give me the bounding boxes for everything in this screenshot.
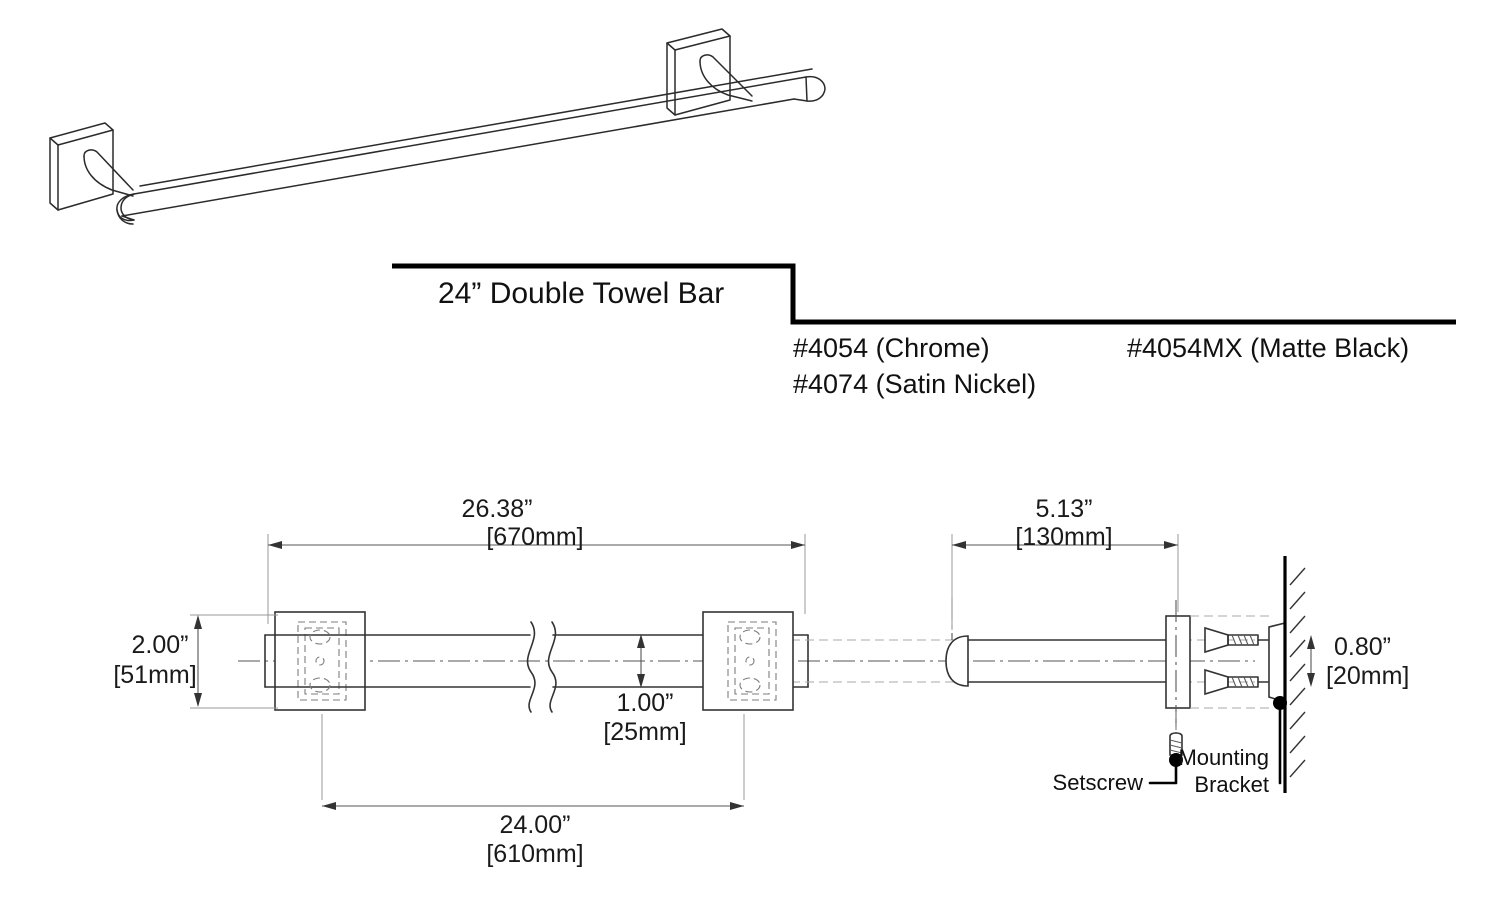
dimension-center-to-center: 24.00” [610mm]: [321, 714, 745, 868]
iso-left-post: [83, 149, 134, 197]
mounting-bracket-profile: [1268, 621, 1286, 704]
dimension-overall-length-metric: [670mm]: [486, 523, 583, 551]
setscrew-icon: [1169, 732, 1183, 756]
dimension-bar-diameter-metric: [25mm]: [603, 718, 686, 746]
right-mounting-flange: [702, 611, 794, 711]
title-block-rule: [392, 263, 1456, 325]
dimension-bar-diameter: 1.00” [25mm]: [603, 634, 687, 746]
setscrew-label: Setscrew: [1053, 770, 1144, 795]
setscrew-callout: Setscrew: [1053, 712, 1183, 795]
dimension-overall-length: 26.38” [670mm]: [267, 495, 806, 624]
wall-section: [1283, 556, 1306, 793]
dimension-center-to-center-metric: [610mm]: [486, 840, 583, 868]
dimension-bracket-depth-imperial: 0.80”: [1334, 633, 1391, 661]
iso-left-wall-plate: [49, 122, 114, 211]
mounting-bracket-label-line2: Bracket: [1194, 772, 1269, 797]
iso-right-wall-plate: [666, 28, 731, 116]
model-number-satin-nickel: #4074 (Satin Nickel): [793, 369, 1036, 399]
dimension-bracket-height: 2.00” [51mm]: [113, 614, 278, 709]
dimension-projection: 5.13” [130mm]: [951, 495, 1179, 630]
left-mounting-flange: [274, 611, 366, 711]
towel-bar-left-segment: [264, 634, 531, 688]
dimension-bracket-height-imperial: 2.00”: [132, 631, 189, 659]
break-line-symbol: [526, 621, 557, 713]
dimension-projection-imperial: 5.13”: [1036, 495, 1093, 523]
dimension-projection-metric: [130mm]: [1015, 523, 1112, 551]
left-flange-setscrew-holes: [309, 629, 331, 693]
page-title: 24” Double Towel Bar: [438, 277, 724, 310]
right-flange-setscrew-holes: [739, 629, 761, 693]
mounting-screw-lower: [1204, 668, 1269, 696]
side-view-bracket-plate: [1165, 615, 1191, 709]
dimension-bracket-depth-metric: [20mm]: [1326, 662, 1409, 690]
dimension-bar-diameter-imperial: 1.00”: [617, 689, 674, 717]
dimension-center-to-center-imperial: 24.00”: [500, 811, 571, 839]
iso-bar: [116, 68, 826, 225]
mounting-bracket-label-line1: Mounting: [1178, 745, 1269, 770]
model-number-chrome: #4054 (Chrome): [793, 333, 990, 363]
dimension-bracket-height-metric: [51mm]: [113, 661, 196, 689]
side-view-bar-end: [945, 635, 1167, 687]
iso-right-post: [699, 54, 753, 102]
mounting-screw-upper: [1204, 626, 1269, 654]
dimension-overall-length-imperial: 26.38”: [462, 495, 533, 523]
mounting-bracket-callout: Mounting Bracket: [1178, 696, 1287, 797]
model-number-matte-black: #4054MX (Matte Black): [1127, 333, 1409, 363]
dimension-bracket-depth: 0.80” [20mm]: [1307, 633, 1409, 690]
